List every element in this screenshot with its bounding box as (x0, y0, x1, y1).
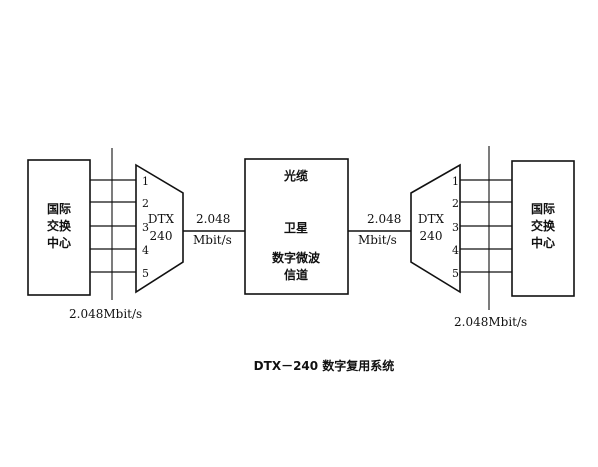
channel-label-fiber: 光缆 (283, 168, 308, 183)
left-port-number: 1 (142, 175, 149, 188)
channel-label-satellite: 卫星 (284, 221, 308, 235)
diagram-caption: DTX－240 数字复用系统 (254, 358, 395, 373)
right-mux-label-2: 240 (420, 229, 443, 243)
right-tributary-lines (460, 179, 512, 273)
right-port-number: 5 (452, 267, 459, 280)
left-link-rate-value: 2.048 (196, 212, 230, 226)
right-port-number: 2 (452, 197, 459, 210)
right-dtx-multiplexer (410, 163, 461, 294)
right-port-number: 1 (452, 175, 459, 188)
channel-box (244, 158, 349, 295)
left-dtx-multiplexer (135, 163, 184, 294)
left-tributary-lines (90, 179, 136, 273)
left-port-number: 5 (142, 267, 149, 280)
right-link-rate-unit: Mbit/s (358, 233, 397, 247)
left-mux-label-1: DTX (148, 212, 175, 226)
channel-label-microwave: 数字微波 (272, 250, 321, 265)
right-port-number: 4 (452, 244, 459, 257)
right-exchange-label-1: 国际 (531, 202, 555, 216)
left-exchange-label-1: 国际 (47, 202, 71, 216)
left-exchange-box (27, 159, 91, 296)
right-exchange-box (511, 160, 575, 297)
right-port-number: 3 (452, 221, 459, 234)
left-link-rate-unit: Mbit/s (193, 233, 232, 247)
left-tributary-rate-label: 2.048Mbit/s (69, 307, 142, 321)
right-tributary-rate-label: 2.048Mbit/s (454, 315, 527, 329)
left-port-number: 4 (142, 244, 149, 257)
left-mux-label-2: 240 (150, 229, 173, 243)
right-exchange-label-3: 中心 (531, 235, 555, 250)
right-exchange-label-2: 交换 (531, 218, 556, 233)
left-port-number: 3 (142, 221, 149, 234)
left-port-number: 2 (142, 197, 149, 210)
channel-label-channel: 信道 (284, 267, 308, 282)
right-mux-label-1: DTX (418, 212, 445, 226)
left-exchange-label-3: 中心 (47, 235, 71, 250)
left-exchange-label-2: 交换 (47, 218, 72, 233)
right-link-rate-value: 2.048 (367, 212, 401, 226)
